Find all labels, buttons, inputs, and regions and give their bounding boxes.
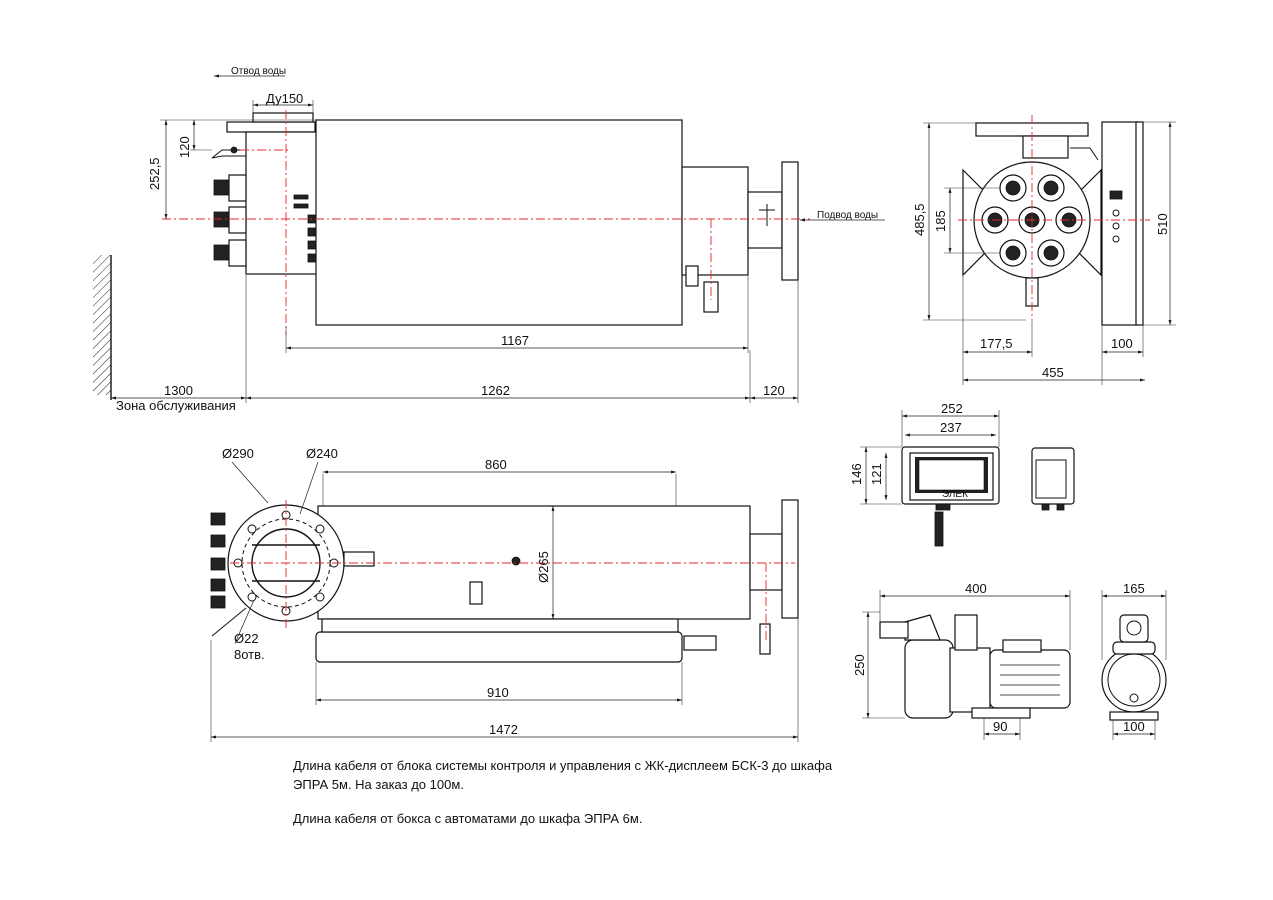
control-unit-brand: ЭЛЕК — [942, 489, 968, 500]
dim-100-end: 100 — [1111, 336, 1133, 351]
dn-label: Ду150 — [266, 91, 303, 106]
top-view-connectors — [210, 512, 226, 609]
service-wall-hatch — [93, 255, 111, 395]
dim-d22: Ø22 — [234, 631, 259, 646]
dim-860: 860 — [485, 457, 507, 472]
top-view: 860 Ø290 Ø240 Ø265 Ø22 8отв. 910 1472 — [210, 446, 799, 742]
lamp-connectors — [213, 174, 247, 267]
side-view: Отвод воды Подвод воды Ду150 120 252,5 1… — [93, 66, 885, 413]
dim-185: 185 — [933, 210, 948, 232]
dim-252: 252 — [941, 401, 963, 416]
end-view: 485,5 185 510 177,5 100 455 — [912, 115, 1176, 385]
dim-d290: Ø290 — [222, 446, 254, 461]
dim-237: 237 — [940, 420, 962, 435]
dim-177-5: 177,5 — [980, 336, 1013, 351]
dim-120-b: 120 — [763, 383, 785, 398]
dim-90: 90 — [993, 719, 1007, 734]
pump: 400 165 250 90 100 — [852, 581, 1167, 740]
dim-120-a: 120 — [177, 136, 192, 158]
dim-485-5: 485,5 — [912, 203, 927, 236]
notes-block: Длина кабеля от блока системы контроля и… — [293, 756, 853, 843]
top-view-body — [317, 505, 751, 620]
dim-d265: Ø265 — [536, 551, 551, 583]
dim-252-5: 252,5 — [147, 157, 162, 190]
dim-165: 165 — [1123, 581, 1145, 596]
dim-d240: Ø240 — [306, 446, 338, 461]
dim-1300: 1300 — [164, 383, 193, 398]
dim-250: 250 — [852, 654, 867, 676]
water-outlet-label: Отвод воды — [231, 66, 286, 77]
water-inlet-label: Подвод воды — [817, 210, 878, 221]
dim-455: 455 — [1042, 365, 1064, 380]
breaker-box — [1031, 447, 1075, 505]
dim-400: 400 — [965, 581, 987, 596]
dim-1472: 1472 — [489, 722, 518, 737]
dim-100-pump: 100 — [1123, 719, 1145, 734]
dim-910: 910 — [487, 685, 509, 700]
pump-housing — [904, 639, 954, 719]
dim-1262: 1262 — [481, 383, 510, 398]
cable-note-2: Длина кабеля от бокса с автоматами до шк… — [293, 811, 643, 826]
dim-146: 146 — [849, 463, 864, 485]
holes-count: 8отв. — [234, 647, 265, 662]
uv-chamber-body — [315, 119, 683, 326]
dim-121: 121 — [869, 463, 884, 485]
cable-note-1: Длина кабеля от блока системы контроля и… — [293, 758, 833, 792]
dim-1167: 1167 — [501, 333, 529, 348]
dim-510: 510 — [1155, 213, 1170, 235]
lamp-sockets — [981, 174, 1083, 267]
service-zone-label: Зона обслуживания — [116, 398, 236, 413]
control-unit: ЭЛЕК 252 237 146 121 — [849, 401, 1075, 547]
